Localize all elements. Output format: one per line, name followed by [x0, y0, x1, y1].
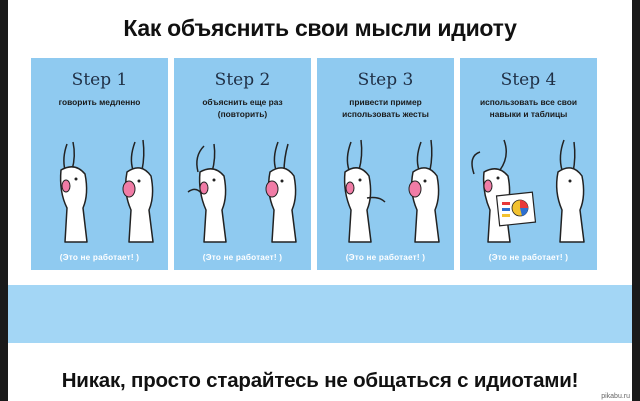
panel-step-label: Step 2 [214, 70, 271, 90]
watermark: pikabu.ru [601, 393, 630, 400]
blue-stripe [8, 285, 632, 343]
panel-step-label: Step 4 [500, 70, 557, 90]
page-title: Как объяснить свои мысли идиоту [123, 15, 517, 41]
rabbits-illustration [187, 141, 297, 243]
panel-step-label: Step 1 [71, 70, 128, 90]
rabbits-illustration [59, 139, 154, 243]
panel-caption: использовать все свои навыки и таблицы [479, 97, 578, 119]
panel-caption: привести пример использовать жесты [342, 97, 429, 119]
comic-panel-1: Step 1 говорить медленно (Это не работае… [31, 58, 168, 270]
rabbits-illustration [343, 139, 440, 243]
panel-footer: (Это не работает! ) [488, 253, 569, 262]
rabbits-illustration [471, 139, 585, 243]
comic-panel-4: Step 4 использовать все свои навыки и та… [460, 58, 597, 270]
left-edge-border [0, 0, 8, 401]
panel-footer: (Это не работает! ) [202, 253, 283, 262]
pie-chart-icon [495, 191, 537, 227]
comic-panel-2: Step 2 объяснить еще раз (повторить) (Эт… [174, 58, 311, 270]
panel-footer: (Это не работает! ) [59, 253, 140, 262]
right-edge-border [632, 0, 640, 401]
conclusion-text: Никак, просто старайтесь не общаться с и… [61, 369, 579, 392]
panel-caption: объяснить еще раз (повторить) [202, 97, 283, 119]
panel-footer: (Это не работает! ) [345, 253, 426, 262]
comic-strip: Step 1 говорить медленно (Это не работае… [31, 58, 597, 270]
panel-caption: говорить медленно [58, 97, 141, 107]
comic-panel-3: Step 3 привести пример использовать жест… [317, 58, 454, 270]
panel-step-label: Step 3 [357, 70, 414, 90]
